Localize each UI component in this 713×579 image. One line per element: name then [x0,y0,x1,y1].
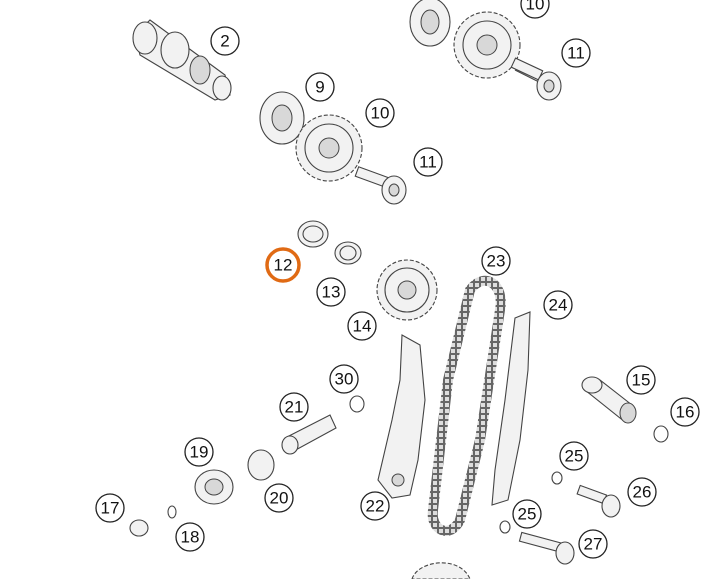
callout-number: 24 [549,296,568,315]
callout-11-top: 11 [561,38,591,68]
camshaft-gear-10 [295,114,363,182]
chain-guide-24 [491,311,531,506]
callout-number: 13 [322,283,341,302]
callout-26: 26 [627,477,657,507]
callout-number: 20 [270,489,289,508]
callout-18: 18 [175,522,205,552]
callout-10-top: 10 [520,0,550,19]
callout-21: 21 [279,392,309,422]
callout-25-b: 25 [512,499,542,529]
needle-bearing-12 [297,220,329,248]
callout-20: 20 [264,483,294,513]
screw-plug-19 [194,469,234,505]
callout-number: 11 [419,153,437,172]
callout-16: 16 [670,397,700,427]
intermediate-gear-14 [376,259,438,321]
callout-number: 11 [567,44,585,63]
callout-25-a: 25 [559,441,589,471]
callout-number: 16 [676,403,695,422]
bearing-9 [259,91,305,145]
callout-number: 18 [181,528,200,547]
tensioner-plunger-15 [581,376,637,424]
callout-number: 12 [274,256,293,275]
callout-number: 27 [584,535,603,554]
callout-17: 17 [95,493,125,523]
callout-9: 9 [305,72,335,102]
rail-pivot [391,473,405,487]
callout-19: 19 [184,437,214,467]
callout-number: 21 [285,398,304,417]
callout-11: 11 [413,147,443,177]
callout-number: 15 [632,371,651,390]
callout-number: 30 [335,370,354,389]
circlip-16 [653,425,669,443]
crank-gear-partial [411,562,471,579]
timing-chain [427,275,506,536]
callout-14: 14 [347,311,377,341]
camshaft [132,19,232,101]
callout-number: 25 [565,447,584,466]
callout-number: 10 [526,0,545,14]
callout-number: 10 [371,104,390,123]
tensioner-plunger-21 [281,414,337,455]
callout-number: 19 [190,443,209,462]
callout-number: 26 [633,483,652,502]
needle-bearing-13 [334,241,362,265]
tensioner-rail-22 [377,334,426,499]
callout-13: 13 [316,277,346,307]
washer-30 [349,395,365,413]
callout-10: 10 [365,98,395,128]
bolt-27 [518,531,575,565]
plug-20 [247,449,275,481]
callout-15: 15 [626,365,656,395]
camshaft-gear-top [453,11,521,79]
gear-bolt-top [510,57,562,101]
callout-number: 17 [101,499,120,518]
callout-27: 27 [578,529,608,559]
callout-number: 9 [315,78,324,97]
gear-bolt-11 [354,166,407,205]
callout-12-highlighted[interactable]: 12 [265,247,301,283]
callout-30: 30 [329,364,359,394]
callout-22: 22 [360,491,390,521]
callout-23: 23 [481,246,511,276]
bearing-top [409,0,451,47]
bolt-26 [576,484,621,518]
callout-number: 25 [518,505,537,524]
callout-number: 23 [487,252,506,271]
washer-18 [167,505,177,519]
callout-number: 14 [353,317,372,336]
callout-2: 2 [210,26,240,56]
callout-number: 22 [366,497,385,516]
screw-17 [129,519,149,537]
callout-number: 2 [220,32,229,51]
washer-25b [499,520,511,534]
callout-24: 24 [543,290,573,320]
washer-25a [551,471,563,485]
